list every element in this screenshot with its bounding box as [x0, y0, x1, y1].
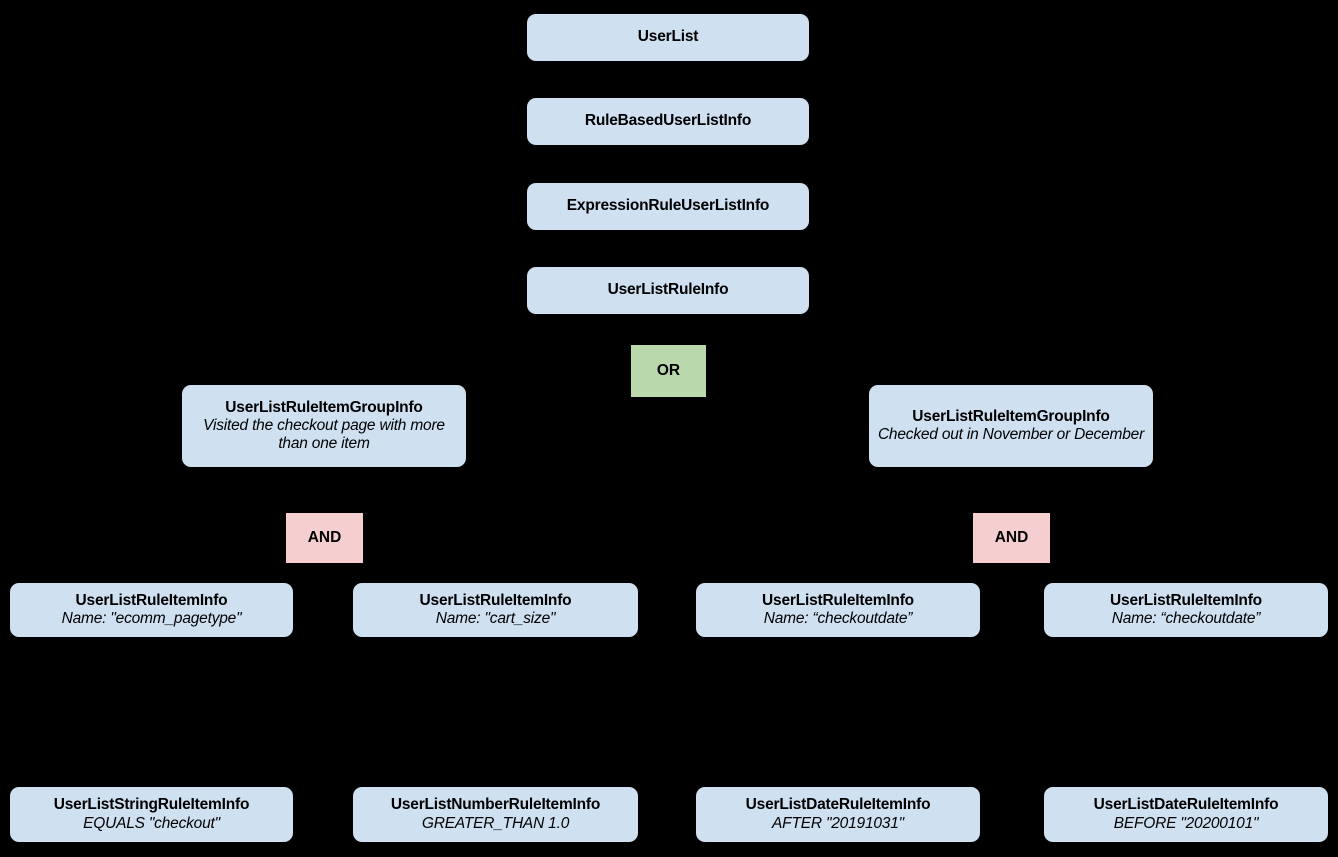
- node-title: UserListDateRuleItemInfo: [745, 796, 931, 814]
- node-title: UserListRuleItemInfo: [1110, 591, 1262, 609]
- node-title: UserListRuleItemGroupInfo: [225, 398, 423, 416]
- node-user-list-rule-info[interactable]: UserListRuleInfo: [527, 267, 809, 314]
- node-date-rule-item-info-before[interactable]: UserListDateRuleItemInfo BEFORE "2020010…: [1044, 787, 1328, 842]
- node-title: RuleBasedUserListInfo: [584, 112, 752, 130]
- node-description: Visited the checkout page with more than…: [203, 416, 445, 453]
- and-operator-box-right[interactable]: AND: [973, 513, 1050, 563]
- node-rule-based-user-list-info[interactable]: RuleBasedUserListInfo: [527, 98, 809, 145]
- node-title: UserListRuleItemGroupInfo: [912, 407, 1110, 425]
- node-description: Name: "cart_size": [435, 610, 556, 627]
- node-title: UserListNumberRuleItemInfo: [390, 796, 601, 814]
- node-description: AFTER "20191031": [772, 814, 904, 832]
- node-description: Checked out in November or December: [877, 426, 1145, 443]
- and-operator-box-left[interactable]: AND: [286, 513, 363, 563]
- node-date-rule-item-info-after[interactable]: UserListDateRuleItemInfo AFTER "20191031…: [696, 787, 980, 842]
- node-expression-rule-user-list-info[interactable]: ExpressionRuleUserListInfo: [527, 183, 809, 230]
- node-description: BEFORE "20200101": [1113, 814, 1259, 832]
- node-title: ExpressionRuleUserListInfo: [566, 197, 770, 215]
- node-rule-item-ecomm-pagetype[interactable]: UserListRuleItemInfo Name: "ecomm_pagety…: [10, 583, 293, 637]
- node-title: UserListRuleInfo: [607, 281, 729, 299]
- node-rule-item-cart-size[interactable]: UserListRuleItemInfo Name: "cart_size": [353, 583, 638, 637]
- and-operator-label: AND: [307, 529, 342, 546]
- node-string-rule-item-info[interactable]: UserListStringRuleItemInfo EQUALS "check…: [10, 787, 293, 842]
- node-group-right[interactable]: UserListRuleItemGroupInfo Checked out in…: [869, 385, 1153, 467]
- node-title: UserListDateRuleItemInfo: [1093, 796, 1279, 814]
- and-operator-label: AND: [994, 529, 1029, 546]
- node-number-rule-item-info[interactable]: UserListNumberRuleItemInfo GREATER_THAN …: [353, 787, 638, 842]
- node-rule-item-checkoutdate-after[interactable]: UserListRuleItemInfo Name: “checkoutdate…: [696, 583, 980, 637]
- or-operator-box[interactable]: OR: [631, 345, 706, 397]
- node-group-left[interactable]: UserListRuleItemGroupInfo Visited the ch…: [182, 385, 466, 467]
- node-title: UserListRuleItemInfo: [419, 591, 572, 609]
- node-description: Name: “checkoutdate”: [763, 610, 913, 627]
- node-description: Name: “checkoutdate”: [1111, 610, 1261, 627]
- node-description: GREATER_THAN 1.0: [421, 814, 570, 832]
- node-title: UserListRuleItemInfo: [762, 591, 914, 609]
- node-description: EQUALS "checkout": [83, 814, 220, 832]
- or-operator-label: OR: [656, 362, 681, 379]
- node-title: UserListStringRuleItemInfo: [53, 796, 250, 814]
- node-rule-item-checkoutdate-before[interactable]: UserListRuleItemInfo Name: “checkoutdate…: [1044, 583, 1328, 637]
- node-title: UserListRuleItemInfo: [75, 591, 228, 609]
- node-description: Name: "ecomm_pagetype": [61, 610, 242, 627]
- node-title: UserList: [637, 28, 699, 46]
- node-user-list[interactable]: UserList: [527, 14, 809, 61]
